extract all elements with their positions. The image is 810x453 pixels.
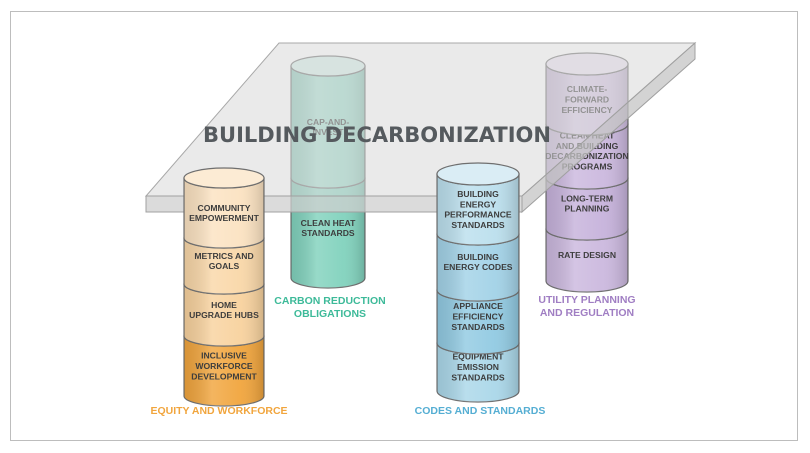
group-label-line: OBLIGATIONS [294,308,366,320]
segment-shading [437,290,519,354]
segment-label-line: CLEAN HEAT [301,218,356,228]
segment-label-line: DECARBONIZATION [545,151,628,161]
segment-label-line: APPLIANCE [453,301,503,311]
slab-platform [144,41,697,214]
segment-label-line: EQUIPMENT [452,352,504,362]
segment-label-line: EFFICIENCY [452,312,503,322]
segment-label-line: BUILDING [457,189,499,199]
segment-label-line: INCLUSIVE [201,351,247,361]
segment-label-line: EMISSION [457,362,499,372]
segment-label-line: STANDARDS [301,228,355,238]
segment-label-line: ENERGY [460,199,497,209]
segment-label-line: HOME [211,300,237,310]
segment-label-line: EMPOWERMENT [189,213,259,223]
pillar-top-cap [183,167,265,189]
segment-label-line: DEVELOPMENT [191,371,257,381]
segment-shading [184,284,264,346]
group-label-line: AND REGULATION [540,307,634,319]
segment-shading [437,234,519,301]
segment-shading [437,343,519,402]
group-label-equity: EQUITY AND WORKFORCE [150,405,287,417]
group-label-line: UTILITY PLANNING [538,294,635,306]
pillar-top-cap [436,162,520,186]
segment-shading [184,336,264,406]
group-label-codes: CODES AND STANDARDS [415,405,546,417]
segment-label-line: STANDARDS [451,322,505,332]
segment-label-line: METRICS AND [194,251,253,261]
segment-label-line: PERFORMANCE [444,210,512,220]
segment-label-line: COMMUNITY [198,203,251,213]
segment-label-line: RATE DESIGN [558,250,616,260]
segment-label-line: STANDARDS [451,372,505,382]
slab-side-edge [521,41,696,214]
segment-label-line: PROGRAMS [562,162,613,172]
segment-label-line: BUILDING [457,252,499,262]
group-label-line: CODES AND STANDARDS [415,405,546,417]
segment-shading [437,174,519,245]
segment-label-line: STANDARDS [451,220,505,230]
segment-label-line: UPGRADE HUBS [189,310,259,320]
segment-label: RATE DESIGN [558,250,616,260]
segment-label-line: WORKFORCE [195,361,253,371]
diagram-title: BUILDING DECARBONIZATION [203,123,551,147]
segment-label-line: LONG-TERM [561,193,613,203]
group-label-line: CARBON REDUCTION [274,295,385,307]
group-label-line: EQUITY AND WORKFORCE [150,405,287,417]
segment-label-line: GOALS [209,261,240,271]
segment-label-line: ENERGY CODES [443,262,512,272]
segment-shading [184,178,264,248]
segment-shading [184,238,264,294]
segment-label-line: PLANNING [565,204,610,214]
segment-shading [546,178,628,240]
segment-shading [546,229,628,292]
